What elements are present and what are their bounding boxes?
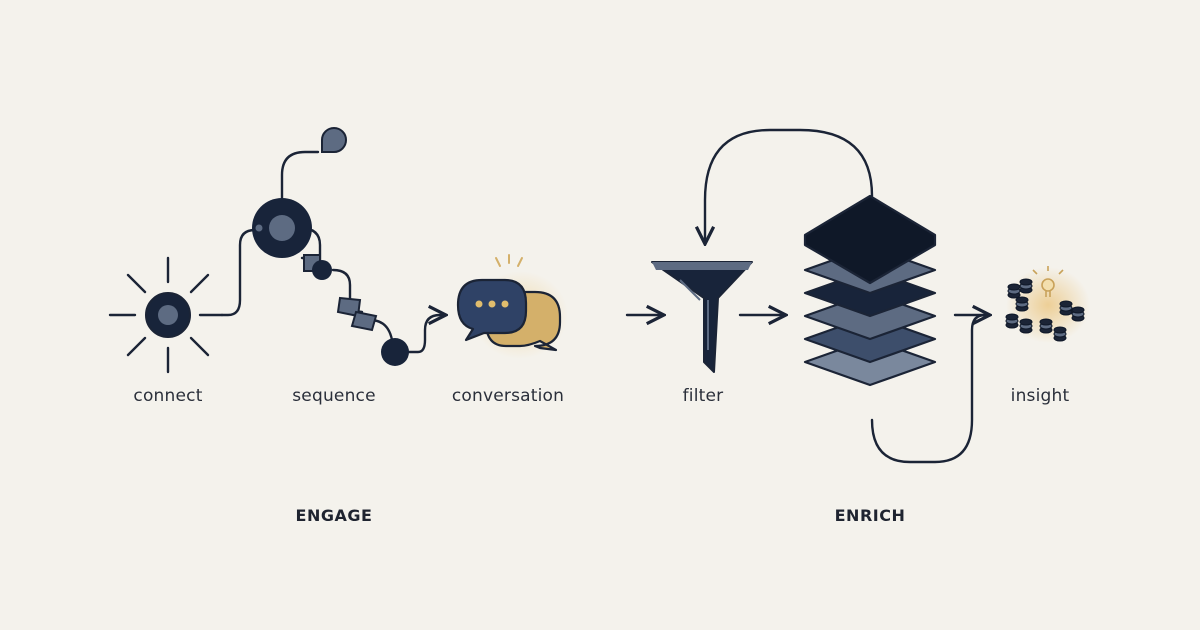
- coin-stack: [1071, 306, 1085, 322]
- sequence-nodes: [252, 198, 409, 366]
- stacked-layers-icon: [803, 194, 937, 387]
- coin-stack: [1053, 326, 1067, 342]
- coin-stacks-icon: [1005, 278, 1085, 342]
- coin-stack: [1015, 296, 1029, 312]
- step-label-connect: connect: [133, 386, 203, 406]
- coin-stack: [1019, 318, 1033, 334]
- step-label-insight: insight: [1010, 386, 1070, 406]
- step-label-sequence: sequence: [292, 386, 376, 406]
- coin-stack: [1039, 318, 1053, 334]
- sun-icon: [108, 256, 224, 374]
- coin-stack: [1059, 300, 1073, 316]
- group-label-engage: ENGAGE: [295, 506, 373, 525]
- group-label-enrich: ENRICH: [834, 506, 906, 525]
- funnel-icon: [651, 261, 753, 373]
- coin-stack: [1019, 278, 1033, 294]
- chat-bubbles-icon: [456, 254, 568, 359]
- step-label-conversation: conversation: [451, 386, 565, 406]
- connector-connect-sequence: [220, 228, 264, 317]
- coin-stack: [1005, 313, 1019, 329]
- feedback-loop-arrow: [705, 128, 874, 244]
- coin-stack: [1007, 283, 1021, 299]
- lightbulb-icon: [1032, 266, 1064, 297]
- step-label-filter: filter: [682, 386, 724, 406]
